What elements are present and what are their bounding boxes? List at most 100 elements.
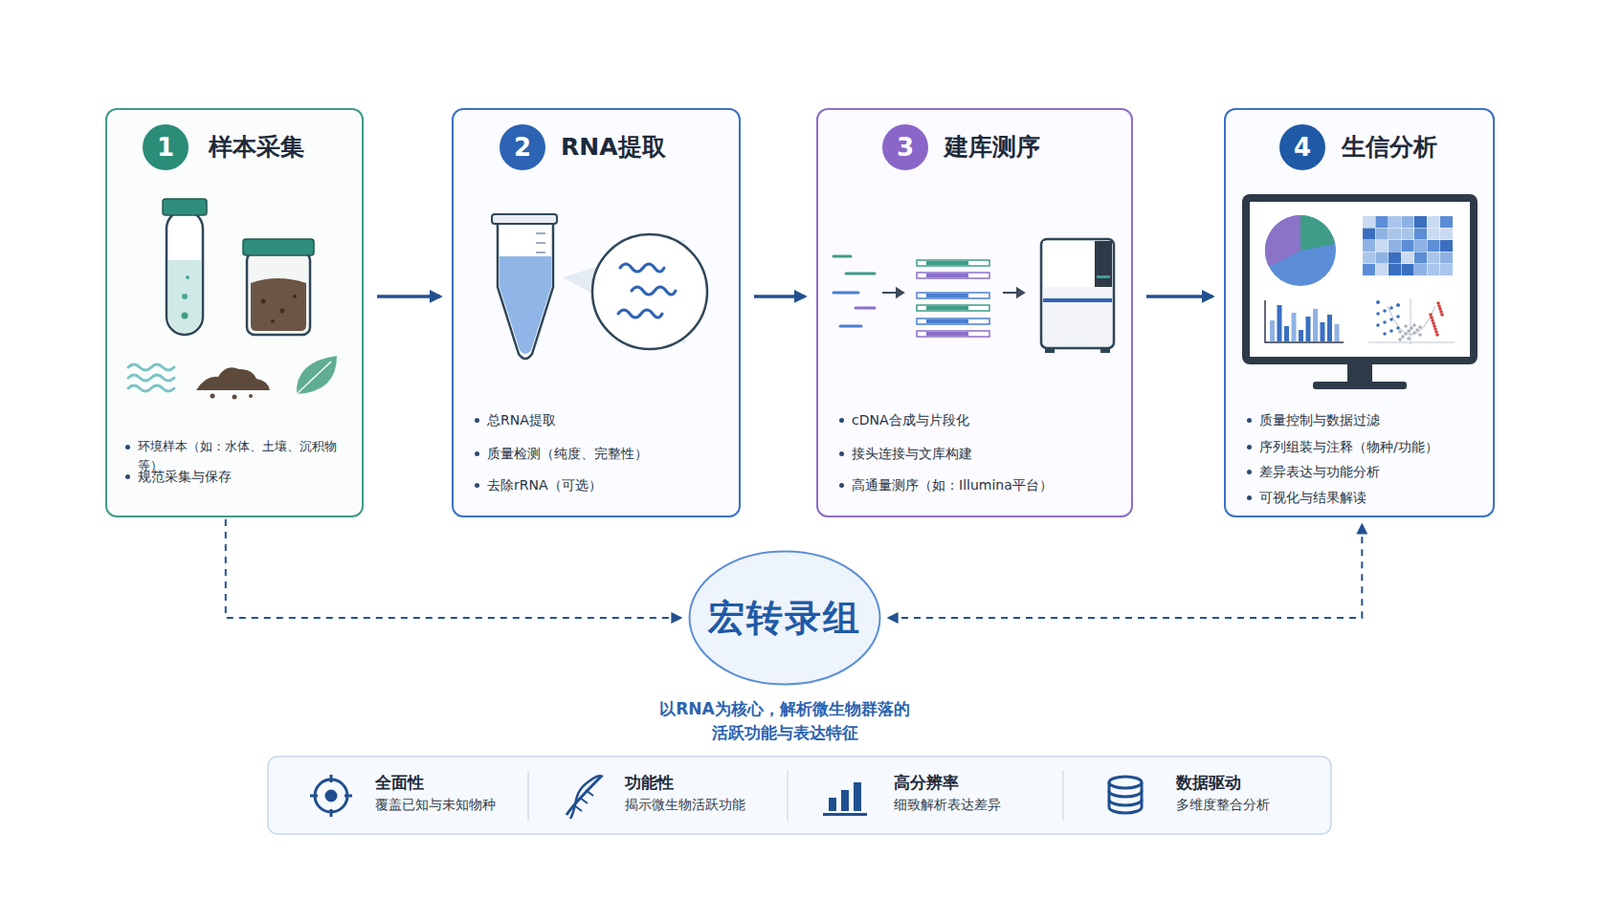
shape-circle xyxy=(1265,215,1336,287)
shape-rect xyxy=(1427,264,1441,276)
bullet-item: cDNA合成与片段化 xyxy=(851,410,970,430)
shape-rect xyxy=(1376,264,1389,276)
shape-rect xyxy=(926,273,969,278)
step-title: 建库测序 xyxy=(944,133,1041,162)
step-number-text: 4 xyxy=(1293,133,1312,162)
shape-rect xyxy=(1427,228,1441,241)
shape-rect xyxy=(1414,264,1427,276)
shape-path xyxy=(296,355,337,395)
shape-path xyxy=(786,771,789,822)
dna-icon xyxy=(566,776,603,820)
shape-rect xyxy=(828,798,837,812)
shape-rect xyxy=(1427,240,1441,252)
shape-circle xyxy=(1400,334,1405,339)
step-card: 建库测序cDNA合成与片段化接头连接与文库构建高通量测序（如：Illumina平… xyxy=(816,108,1134,518)
shape-rect xyxy=(1376,240,1389,252)
shape-path xyxy=(1265,300,1344,343)
feature-item: 全面性覆盖已知与未知物种 xyxy=(375,771,496,816)
step-number-text: 2 xyxy=(513,133,532,162)
shape-rect xyxy=(1414,228,1427,241)
shape-circle xyxy=(592,234,708,350)
shape-rect xyxy=(1312,309,1318,342)
shape-circle xyxy=(181,293,188,300)
feature-desc: 揭示微生物活跃功能 xyxy=(624,794,746,816)
shape-rect xyxy=(1312,381,1407,390)
shape-path xyxy=(296,361,332,395)
dashed-connector xyxy=(888,525,1362,619)
feature-title: 全面性 xyxy=(375,771,496,795)
volcano-plot xyxy=(1376,300,1445,342)
shape-circle xyxy=(1389,306,1394,311)
shape-path xyxy=(1265,215,1301,267)
step-title: RNA提取 xyxy=(560,133,667,162)
shape-path xyxy=(631,287,676,295)
step-number-text: 3 xyxy=(896,133,914,162)
core-caption: 以RNA为核心，解析微生物群落的 活跃功能与表达特征 xyxy=(622,697,948,746)
shape-rect xyxy=(1427,216,1441,228)
test-tube xyxy=(162,199,207,335)
shape-rect xyxy=(1440,228,1453,241)
shape-rect xyxy=(1376,216,1389,228)
shape-circle xyxy=(314,779,348,813)
shape-circle xyxy=(1435,333,1440,337)
shape-circle xyxy=(1396,303,1400,308)
rna-tube xyxy=(491,214,708,359)
bullet-item: 序列组装与注释（物种/功能） xyxy=(1259,437,1439,457)
shape-circle xyxy=(1403,324,1408,329)
feature-band xyxy=(267,756,1332,835)
step-title: 样本采集 xyxy=(208,133,305,162)
shape-rect xyxy=(1284,326,1289,342)
shape-path xyxy=(128,385,175,392)
shape-rect xyxy=(1362,240,1376,252)
shape-path xyxy=(845,272,875,276)
shape-rect xyxy=(1440,252,1453,265)
shape-path xyxy=(833,255,851,259)
shape-path xyxy=(855,307,875,311)
shape-circle xyxy=(232,395,238,400)
feature-title: 高分辨率 xyxy=(893,771,1001,795)
shape-rect xyxy=(816,108,1134,518)
bullet-item: 差异表达与功能分析 xyxy=(1259,462,1380,482)
shape-circle xyxy=(1396,326,1400,331)
step-number: 3 xyxy=(882,124,929,171)
feature-title: 功能性 xyxy=(624,771,746,795)
shape-rect xyxy=(1298,330,1304,342)
shape-rect xyxy=(1376,252,1389,265)
heatmap xyxy=(1362,216,1453,276)
shape-rect xyxy=(1401,252,1415,265)
feature-item: 功能性揭示微生物活跃功能 xyxy=(624,771,746,816)
shape-path xyxy=(1062,771,1065,822)
shape-rect xyxy=(1334,324,1340,342)
shape-rect xyxy=(1249,201,1470,357)
leaf xyxy=(296,355,337,395)
shape-path xyxy=(1109,782,1142,814)
shape-rect xyxy=(1347,364,1373,384)
shape-circle xyxy=(210,394,216,400)
sequencer xyxy=(1041,239,1114,354)
bullet-item: 高通量测序（如：Illumina平台） xyxy=(851,475,1053,495)
shape-rect xyxy=(1401,264,1415,276)
shape-circle xyxy=(1376,311,1380,316)
shape-rect xyxy=(1362,216,1376,228)
shape-rect xyxy=(1414,216,1427,228)
shape-rect xyxy=(1094,241,1112,288)
shape-rect xyxy=(1242,194,1478,365)
shape-rect xyxy=(1414,252,1427,265)
shape-circle xyxy=(1418,325,1423,330)
step-card: 样本采集环境样本（如：水体、土壤、沉积物等）规范采集与保存1 xyxy=(105,108,364,518)
soil-pile xyxy=(196,367,270,400)
shape-rect xyxy=(1277,305,1283,342)
shape-rect xyxy=(1401,228,1415,241)
shape-rect xyxy=(926,293,969,298)
shape-rect xyxy=(926,332,969,336)
shape-circle xyxy=(1403,332,1408,336)
shape-path xyxy=(128,375,175,381)
shape-rect xyxy=(1440,240,1453,252)
shape-rect xyxy=(1269,320,1275,342)
shape-path xyxy=(527,771,530,822)
shape-rect xyxy=(853,782,862,812)
shape-path xyxy=(574,790,594,812)
soil-jar xyxy=(243,239,314,335)
shape-g xyxy=(618,264,676,318)
